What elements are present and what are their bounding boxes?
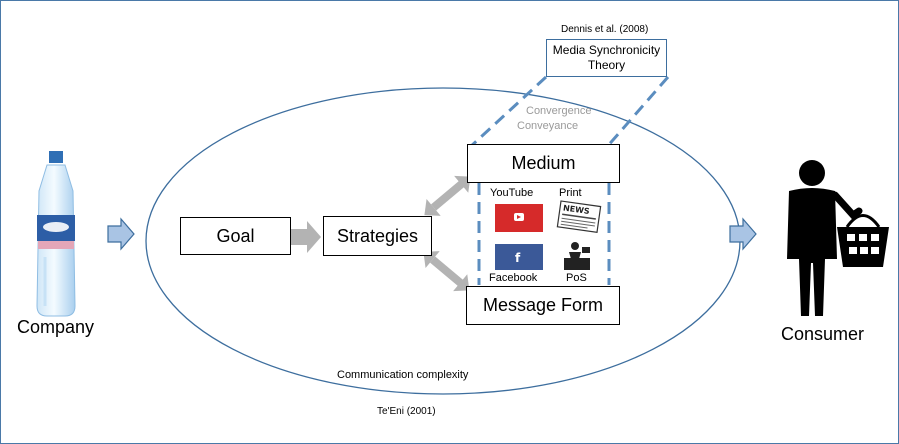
company-label: Company	[17, 317, 95, 337]
dashed-connector-left	[467, 75, 548, 150]
water-bottle-icon	[36, 151, 76, 317]
youtube-label: YouTube	[490, 187, 534, 199]
pos-label: PoS	[566, 272, 587, 284]
theory-box-line1: Media Synchronicity	[552, 43, 661, 57]
youtube-icon	[495, 204, 543, 232]
arrow-goal-to-strategies	[291, 221, 321, 253]
facebook-label: Facebook	[489, 272, 538, 284]
citation-dennis: Dennis et al. (2008)	[561, 24, 649, 35]
citation-teeni: Te'Eni (2001)	[377, 406, 436, 417]
media-dashed-frame	[477, 183, 611, 285]
arrow-company-icon	[107, 217, 135, 251]
message-form-label: Message Form	[482, 295, 604, 315]
arrow-strategies-medium	[424, 175, 471, 216]
svg-text:NEWS: NEWS	[562, 203, 590, 216]
facebook-icon: f	[495, 244, 543, 270]
strategies-box: Strategies	[323, 216, 432, 256]
strategies-label: Strategies	[336, 225, 419, 246]
arrow-consumer-icon	[729, 217, 757, 251]
communication-complexity-label: Communication complexity	[337, 369, 469, 381]
convergence-label: Convergence	[526, 105, 592, 117]
conveyance-label: Conveyance	[517, 120, 579, 132]
theory-box-line2: Theory	[587, 58, 626, 72]
goal-box: Goal	[180, 217, 291, 255]
shopper-with-basket-icon	[787, 160, 889, 316]
print-label: Print	[559, 187, 582, 199]
medium-label: Medium	[511, 153, 576, 173]
theory-box: Media Synchronicity Theory	[546, 39, 667, 77]
consumer-label: Consumer	[781, 324, 865, 344]
newspaper-icon: NEWS	[556, 200, 602, 233]
goal-label: Goal	[216, 225, 255, 246]
medium-box: Medium	[467, 144, 620, 183]
svg-text:f: f	[515, 251, 521, 265]
shop-counter-icon	[564, 242, 590, 270]
message-form-box: Message Form	[466, 286, 620, 325]
dashed-connector-right	[604, 76, 670, 149]
